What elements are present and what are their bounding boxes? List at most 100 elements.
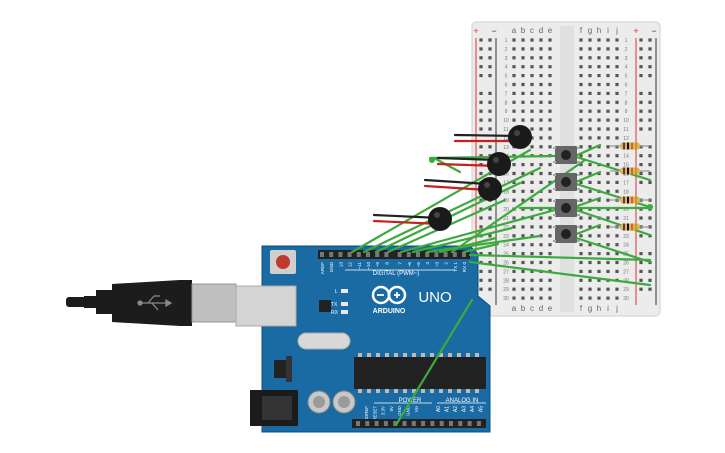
jumper-wire-green[interactable] — [425, 234, 542, 254]
bottom-pin-hole — [393, 421, 398, 426]
bottom-pin-hole — [476, 421, 481, 426]
power-pin-label: Vin — [414, 405, 419, 412]
breadboard-hole — [579, 109, 583, 113]
breadboard-hole — [597, 234, 601, 238]
breadboard-hole — [512, 82, 516, 87]
rail-hole — [639, 260, 643, 265]
breadboard-hole — [606, 74, 610, 78]
rail-hole — [488, 74, 492, 78]
breadboard-hole — [539, 109, 543, 113]
breadboard-hole — [615, 91, 619, 95]
pushbutton-leg — [553, 147, 556, 149]
chip-pin — [376, 353, 380, 357]
breadboard-hole — [539, 278, 543, 282]
breadboard-hole — [521, 82, 525, 87]
breadboard-hole — [548, 82, 552, 87]
usb-strain-relief — [96, 290, 114, 314]
rail-hole — [648, 74, 652, 78]
chip-pin — [466, 389, 470, 393]
breadboard-hole — [588, 225, 592, 229]
column-label: c — [530, 304, 534, 313]
row-label: 12 — [623, 136, 629, 142]
breadboard-hole — [539, 287, 543, 291]
buzzer-lead-red[interactable] — [423, 184, 490, 192]
breadboard-hole — [579, 269, 583, 273]
piezo-buzzer[interactable] — [478, 177, 502, 201]
resistor-band — [635, 196, 637, 204]
rail-hole — [488, 91, 492, 95]
breadboard-hole — [615, 109, 619, 113]
buzzer-lead-black[interactable] — [423, 178, 490, 186]
jumper-wire-green[interactable] — [568, 234, 652, 264]
row-label: 25 — [503, 252, 509, 258]
resistor-band — [627, 167, 629, 175]
breadboard-hole — [512, 278, 516, 282]
row-label: 20 — [503, 207, 509, 213]
row-label: 30 — [623, 296, 629, 302]
breadboard-hole — [606, 269, 610, 273]
breadboard-hole — [615, 136, 619, 140]
piezo-buzzer[interactable] — [487, 152, 511, 176]
rail-hole — [639, 56, 643, 60]
piezo-buzzer[interactable] — [508, 125, 532, 149]
breadboard-hole — [606, 171, 610, 176]
breadboard-hole — [597, 65, 601, 69]
breadboard-hole — [615, 243, 619, 247]
row-label: 1 — [625, 38, 628, 44]
breadboard-hole — [530, 91, 534, 95]
jumper-wire-green[interactable] — [411, 226, 514, 254]
piezo-buzzer-highlight — [484, 182, 490, 188]
pushbuttons[interactable] — [553, 146, 580, 243]
breadboard-hole — [579, 189, 583, 193]
voltage-regulator-tab — [286, 356, 292, 382]
rail-hole — [488, 260, 492, 265]
breadboard-hole — [530, 82, 534, 87]
column-label: i — [607, 26, 609, 35]
jumper-wire-green[interactable] — [468, 260, 652, 287]
breadboard-hole — [579, 225, 583, 229]
buzzers[interactable] — [428, 125, 532, 231]
jumper-wire-green[interactable] — [568, 153, 652, 182]
breadboard-hole — [521, 74, 525, 78]
jumper-wire-green[interactable] — [462, 242, 500, 254]
breadboard-hole — [512, 163, 516, 167]
jumper-wire-green[interactable] — [394, 298, 474, 427]
rail-hole — [639, 100, 643, 104]
breadboard-hole — [579, 296, 583, 300]
breadboard-hole — [548, 38, 552, 42]
usb-cable[interactable] — [66, 280, 297, 327]
breadboard-hole — [615, 74, 619, 78]
jumper-wire-green[interactable] — [438, 236, 498, 254]
resistors[interactable] — [610, 142, 650, 231]
breadboard-hole — [512, 100, 516, 104]
rail-hole — [648, 65, 652, 69]
breadboard-hole — [579, 163, 583, 167]
row-label: 24 — [503, 243, 509, 249]
jumper-wire-green[interactable] — [362, 166, 542, 254]
arduino-model: UNO — [418, 289, 451, 306]
jumper-wire-green[interactable] — [468, 253, 652, 262]
breadboard-hole — [606, 91, 610, 95]
breadboard-hole — [615, 82, 619, 87]
rail-hole — [648, 47, 652, 51]
digital-pin-hole — [425, 252, 430, 257]
jumper-wire-green[interactable] — [399, 208, 557, 254]
piezo-buzzer-highlight — [434, 212, 440, 218]
breadboard-hole — [512, 171, 516, 176]
breadboard-hole — [512, 180, 516, 184]
pushbutton-leg — [577, 188, 580, 190]
piezo-buzzer[interactable] — [428, 207, 452, 231]
breadboard-hole — [606, 296, 610, 300]
rail-hole — [648, 118, 652, 122]
breadboard-hole — [615, 287, 619, 291]
digital-pin-label: 4 — [425, 262, 430, 265]
rail-hole — [648, 287, 652, 291]
chip-pin — [430, 389, 434, 393]
chip-pin — [466, 353, 470, 357]
rail-hole — [479, 269, 483, 273]
breadboard-hole — [588, 278, 592, 282]
breadboard-hole — [530, 278, 534, 282]
reset-button[interactable] — [276, 255, 290, 269]
